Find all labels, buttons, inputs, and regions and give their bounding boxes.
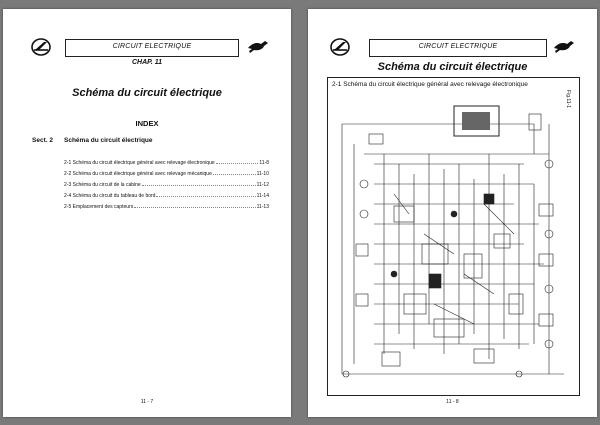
toc-entry-page: 11-14 <box>256 193 269 199</box>
toc-entry[interactable]: 2-5 Emplacement des capteurs 11-13 <box>64 203 269 214</box>
toc-entry-page: 11-13 <box>256 204 269 210</box>
diagram-frame: 2-1 Schéma du circuit électrique général… <box>327 77 580 396</box>
toc-entry-label: 2-1 Schéma du circuit électrique général… <box>64 160 215 166</box>
diagram-caption: 2-1 Schéma du circuit électrique général… <box>332 81 528 88</box>
toc-leader-dots <box>212 170 256 175</box>
left-page: CIRCUIT ELECTRIQUE CHAP. 11 Schéma du ci… <box>3 9 291 417</box>
toc-entry-page: 11-10 <box>256 171 269 177</box>
brand-logo-icon <box>330 38 350 56</box>
header-title: CIRCUIT ELECTRIQUE <box>112 43 192 50</box>
toc-leader-dots <box>134 203 256 208</box>
toc-entry-label: 2-5 Emplacement des capteurs <box>64 204 134 210</box>
header-box: CIRCUIT ELECTRIQUE <box>369 39 547 57</box>
toc-leader-dots <box>141 181 256 186</box>
section-number: Sect. 2 <box>32 137 53 144</box>
toc-leader-dots <box>215 159 259 164</box>
table-of-contents: 2-1 Schéma du circuit électrique général… <box>64 159 269 214</box>
toc-entry[interactable]: 2-1 Schéma du circuit électrique général… <box>64 159 269 170</box>
toc-entry-label: 2-3 Schéma du circuit de la cabine <box>64 182 141 188</box>
toc-leader-dots <box>156 192 256 197</box>
toc-entry[interactable]: 2-4 Schéma du circuit du tableau de bord… <box>64 192 269 203</box>
brand-logo-icon <box>31 38 51 56</box>
header-box: CIRCUIT ELECTRIQUE <box>65 39 239 57</box>
index-heading: INDEX <box>135 119 159 128</box>
toc-entry-page: 11-8 <box>259 160 269 166</box>
header-title: CIRCUIT ELECTRIQUE <box>418 43 498 50</box>
toc-entry[interactable]: 2-2 Schéma du circuit électrique général… <box>64 170 269 181</box>
wiring-diagram <box>341 105 564 378</box>
page-number: 11 - 7 <box>140 399 154 405</box>
page-title: Schéma du circuit électrique <box>72 87 222 99</box>
toc-entry[interactable]: 2-3 Schéma du circuit de la cabine 11-12 <box>64 181 269 192</box>
toc-entry-label: 2-2 Schéma du circuit électrique général… <box>64 171 212 177</box>
toc-entry-label: 2-4 Schéma du circuit du tableau de bord <box>64 193 156 199</box>
animal-emblem-icon <box>554 41 574 53</box>
chapter-label: CHAP. 11 <box>131 59 163 66</box>
toc-entry-page: 11-12 <box>256 182 269 188</box>
page-title: Schéma du circuit électrique <box>377 61 528 73</box>
page-number: 11 - 8 <box>446 399 459 405</box>
right-page: CIRCUIT ELECTRIQUE Schéma du circuit éle… <box>308 9 597 417</box>
animal-emblem-icon <box>248 41 268 53</box>
section-title: Schéma du circuit électrique <box>64 137 153 144</box>
